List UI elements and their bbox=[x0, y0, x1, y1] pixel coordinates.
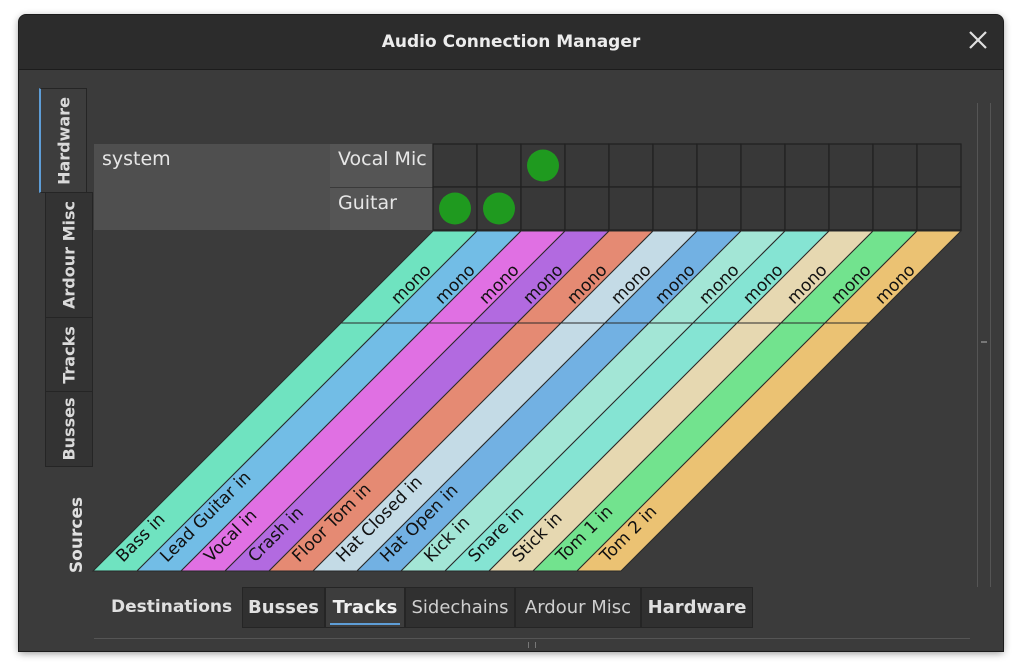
dest-tab-ardour-misc[interactable]: Ardour Misc bbox=[515, 587, 641, 628]
scrollbar-grip bbox=[528, 642, 536, 648]
matrix-cell[interactable] bbox=[564, 186, 610, 231]
source-tab-busses[interactable]: Busses bbox=[45, 391, 93, 467]
matrix-cell[interactable] bbox=[784, 186, 830, 231]
matrix-cell[interactable] bbox=[476, 143, 522, 188]
source-group-label: system bbox=[102, 148, 171, 170]
close-icon bbox=[969, 31, 987, 49]
matrix-cell[interactable] bbox=[784, 143, 830, 188]
matrix-cell[interactable] bbox=[740, 186, 786, 231]
matrix-cell[interactable] bbox=[696, 186, 742, 231]
source-port-label: Guitar bbox=[338, 192, 397, 214]
scrollbar-grip bbox=[981, 341, 987, 343]
matrix-cell[interactable] bbox=[520, 186, 566, 231]
source-group-cell: system bbox=[94, 144, 330, 230]
source-tab-hardware[interactable]: Hardware bbox=[39, 88, 87, 193]
matrix-cell[interactable] bbox=[652, 186, 698, 231]
dest-tab-sidechains[interactable]: Sidechains bbox=[405, 587, 515, 628]
matrix-cell[interactable] bbox=[916, 143, 962, 188]
connection-dot[interactable] bbox=[483, 192, 515, 225]
matrix-cell[interactable] bbox=[696, 143, 742, 188]
window-title: Audio Connection Manager bbox=[381, 32, 641, 52]
matrix-cell[interactable] bbox=[872, 143, 918, 188]
source-port-label: Vocal Mic bbox=[338, 148, 427, 170]
destinations-label: Destinations bbox=[111, 597, 233, 617]
matrix-cell[interactable] bbox=[828, 143, 874, 188]
titlebar: Audio Connection Manager bbox=[19, 15, 1003, 70]
matrix-cell[interactable] bbox=[652, 143, 698, 188]
dest-tab-tracks[interactable]: Tracks bbox=[325, 587, 405, 628]
connection-dot[interactable] bbox=[527, 149, 559, 182]
matrix-cell[interactable] bbox=[432, 143, 478, 188]
content-area: Hardware Ardour Misc Tracks Busses Sourc… bbox=[19, 70, 1003, 651]
dest-tab-busses[interactable]: Busses bbox=[242, 587, 325, 628]
source-port-vocal-mic: Vocal Mic bbox=[330, 144, 433, 188]
close-button[interactable] bbox=[967, 29, 989, 51]
matrix-cell[interactable] bbox=[564, 143, 610, 188]
connection-dot[interactable] bbox=[439, 192, 471, 225]
source-port-guitar: Guitar bbox=[330, 188, 433, 230]
matrix-cell[interactable] bbox=[608, 143, 654, 188]
source-tab-tracks[interactable]: Tracks bbox=[45, 317, 93, 392]
matrix-cell[interactable] bbox=[740, 143, 786, 188]
horizontal-scrollbar[interactable] bbox=[94, 638, 970, 651]
vertical-scrollbar[interactable] bbox=[977, 103, 991, 587]
audio-connection-manager-window: Audio Connection Manager Hardware Ardour… bbox=[19, 15, 1003, 651]
destination-band bbox=[575, 230, 963, 572]
matrix-cell[interactable] bbox=[916, 186, 962, 231]
matrix-cell[interactable] bbox=[872, 186, 918, 231]
matrix-cell[interactable] bbox=[608, 186, 654, 231]
dest-tab-hardware[interactable]: Hardware bbox=[641, 587, 753, 628]
matrix-cell[interactable] bbox=[828, 186, 874, 231]
